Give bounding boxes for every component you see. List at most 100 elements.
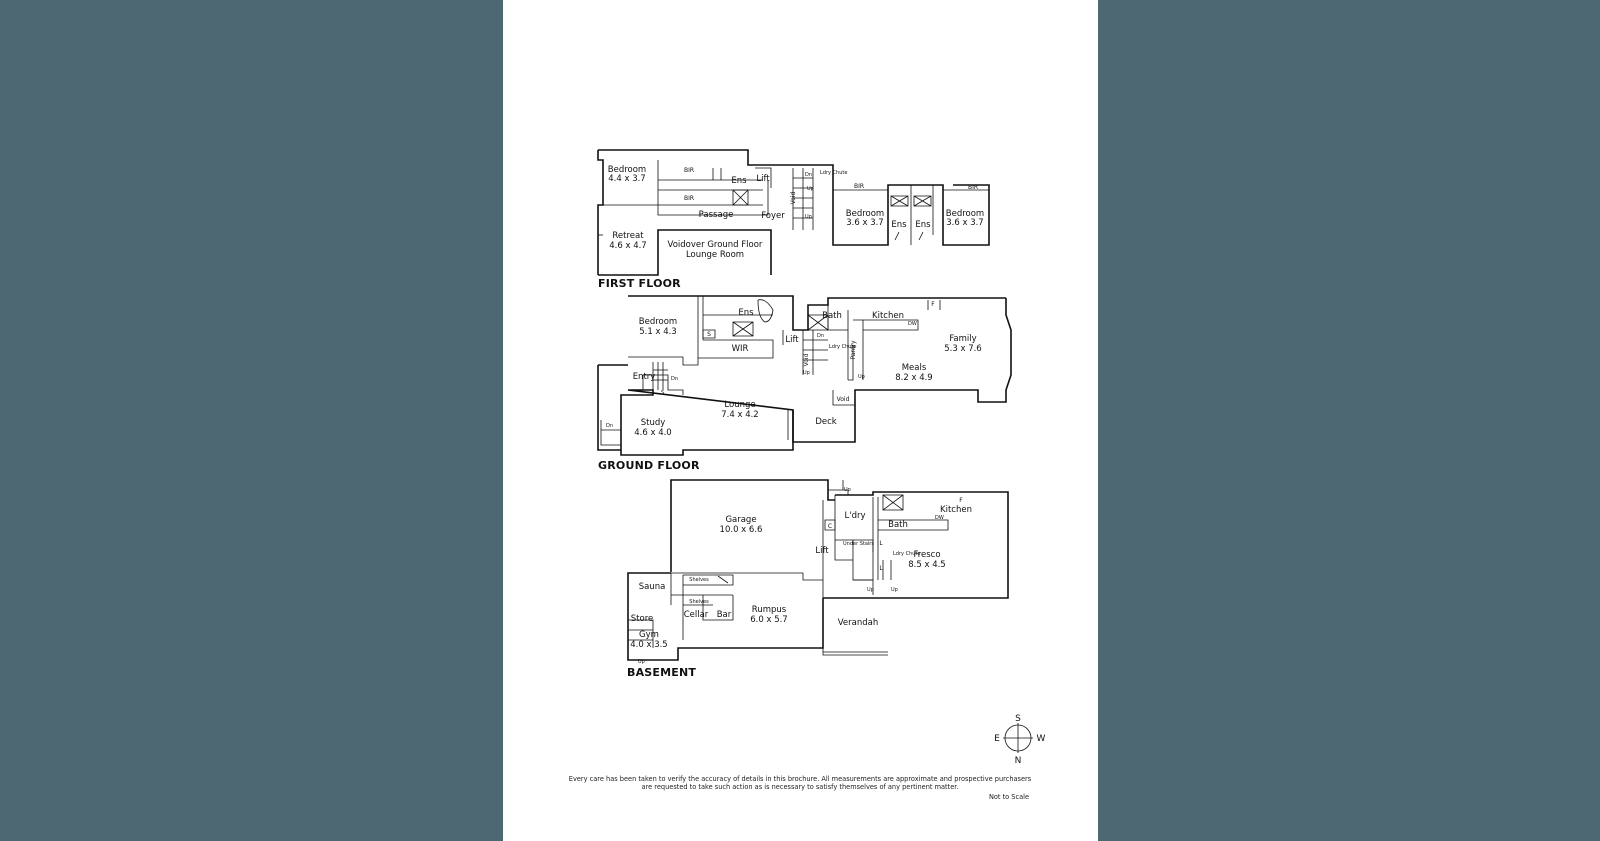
ground-bath: Bath (822, 311, 842, 321)
first-bir-2: BIR (684, 195, 694, 202)
basement-up-4: Up (638, 659, 645, 665)
first-voidover: Voidover Ground Floor (668, 240, 763, 250)
basement-shelves-2: Shelves (689, 599, 709, 605)
ground-void: Void (803, 353, 810, 366)
ground-family-dim: 5.3 x 7.6 (944, 344, 981, 354)
first-retreat: Retreat (612, 231, 644, 241)
basement-verandah: Verandah (838, 618, 878, 628)
compass-east: E (994, 734, 1000, 744)
first-bir-4: BIR (968, 184, 978, 191)
ground-floor-plan: Bedroom 5.1 x 4.3 Ens S WIR Lift Bath Ki… (597, 295, 1012, 472)
first-bedroom-label: Bedroom (608, 165, 646, 175)
basement-cellar: Cellar (684, 610, 709, 620)
basement-rumpus-dim: 6.0 x 5.7 (750, 615, 787, 625)
basement-up-2: Up (867, 587, 874, 593)
first-lift: Lift (756, 174, 770, 184)
ground-study: Study (641, 418, 666, 428)
basement-f: F (959, 497, 963, 504)
ground-dn-2: Dn (671, 376, 678, 382)
first-bir-1: BIR (684, 167, 694, 174)
basement-bath: Bath (888, 520, 908, 530)
first-dn: Dn (805, 172, 812, 178)
first-bedroom-dim: 4.4 x 3.7 (608, 174, 645, 184)
ground-dn: Dn (817, 333, 824, 339)
compass-south: S (1015, 714, 1021, 724)
ground-ldry-chute: Ldry Chute (829, 344, 856, 350)
ground-up: Up (803, 370, 810, 376)
ground-meals-dim: 8.2 x 4.9 (895, 373, 932, 383)
ground-bedroom: Bedroom (639, 317, 677, 327)
basement-lift: Lift (815, 546, 829, 556)
ground-meals: Meals (902, 363, 927, 373)
first-bir-3: BIR (854, 183, 864, 190)
basement-up-3: Up (891, 587, 898, 593)
basement-ldry: L'dry (845, 511, 866, 521)
basement-rumpus: Rumpus (752, 605, 787, 615)
basement-garage: Garage (725, 515, 756, 525)
basement-gym-dim: 4.0 x 3.5 (630, 640, 667, 650)
basement-title: BASEMENT (627, 666, 696, 679)
first-bedroom-2-dim: 3.6 x 3.7 (846, 218, 883, 228)
basement-sauna: Sauna (639, 582, 666, 592)
first-voidover-2: Lounge Room (686, 250, 744, 260)
basement-fresco-dim: 8.5 x 4.5 (908, 560, 945, 570)
basement-kitchen: Kitchen (940, 505, 972, 515)
ground-lift: Lift (785, 335, 799, 345)
ground-bedroom-dim: 5.1 x 4.3 (639, 327, 676, 337)
ground-lounge: Lounge (724, 400, 755, 410)
compass-north: N (1015, 756, 1022, 766)
basement-ldry-chute: Ldry Chute (893, 551, 920, 557)
not-to-scale: Not to Scale (989, 793, 1029, 801)
ground-family: Family (949, 334, 976, 344)
basement-under-stairs: Under Stairs (843, 541, 874, 547)
first-foyer: Foyer (761, 211, 785, 221)
basement-gym: Gym (639, 630, 659, 640)
first-passage: Passage (699, 210, 734, 220)
first-retreat-dim: 4.6 x 4.7 (609, 241, 646, 251)
ground-entry: Entry (633, 372, 656, 382)
basement-up: Up (844, 487, 851, 493)
floor-plan-sheet: Bedroom 4.4 x 3.7 BIR BIR Ens Lift Ldry … (503, 0, 1098, 841)
first-bedroom-2: Bedroom (846, 209, 884, 219)
ground-s: S (707, 331, 711, 338)
ground-s-2: S (661, 390, 664, 396)
first-ens-2: Ens (891, 220, 907, 230)
basement-plan: Garage 10.0 x 6.6 Up Up Up L'dry C Lift … (627, 479, 1009, 679)
first-void: Void (790, 191, 797, 204)
ground-floor-title: GROUND FLOOR (598, 459, 700, 472)
ground-deck: Deck (815, 417, 836, 427)
compass-rose: S E W N (994, 714, 1045, 766)
ground-kitchen: Kitchen (872, 311, 904, 321)
ground-void-2: Void (837, 396, 850, 403)
first-ldry-chute: Ldry Chute (820, 170, 847, 176)
ground-pantry: Pantry (850, 340, 857, 360)
first-bedroom-3-dim: 3.6 x 3.7 (946, 218, 983, 228)
basement-garage-dim: 10.0 x 6.6 (720, 525, 763, 535)
basement-fresco: Fresco (913, 550, 940, 560)
first-up: Up (807, 186, 814, 192)
floor-plan-drawing: Bedroom 4.4 x 3.7 BIR BIR Ens Lift Ldry … (569, 149, 1046, 801)
basement-dw: DW (935, 515, 944, 521)
ground-dn-3: Dn (606, 423, 613, 429)
basement-store: Store (631, 614, 653, 624)
basement-l1: L (879, 540, 883, 547)
basement-shelves-1: Shelves (689, 577, 709, 583)
ground-lounge-dim: 7.4 x 4.2 (721, 410, 758, 420)
ground-dw: DW (908, 321, 917, 327)
first-up-2: Up (805, 214, 812, 220)
compass-west: W (1037, 734, 1046, 744)
ground-f: F (931, 301, 935, 308)
disclaimer-line-1: Every care has been taken to verify the … (569, 775, 1032, 783)
ground-study-dim: 4.6 x 4.0 (634, 428, 671, 438)
disclaimer-line-2: are requested to take such action as is … (642, 783, 959, 791)
basement-c: C (828, 523, 832, 530)
first-ens-3: Ens (915, 220, 931, 230)
ground-wir: WIR (732, 344, 749, 354)
basement-bar: Bar (717, 610, 732, 620)
first-bedroom-3: Bedroom (946, 209, 984, 219)
first-floor-title: FIRST FLOOR (598, 277, 681, 290)
ground-up-2: Up (858, 374, 865, 380)
ground-ens: Ens (738, 308, 754, 318)
basement-l2: L (879, 565, 883, 572)
first-floor-plan: Bedroom 4.4 x 3.7 BIR BIR Ens Lift Ldry … (597, 149, 990, 290)
